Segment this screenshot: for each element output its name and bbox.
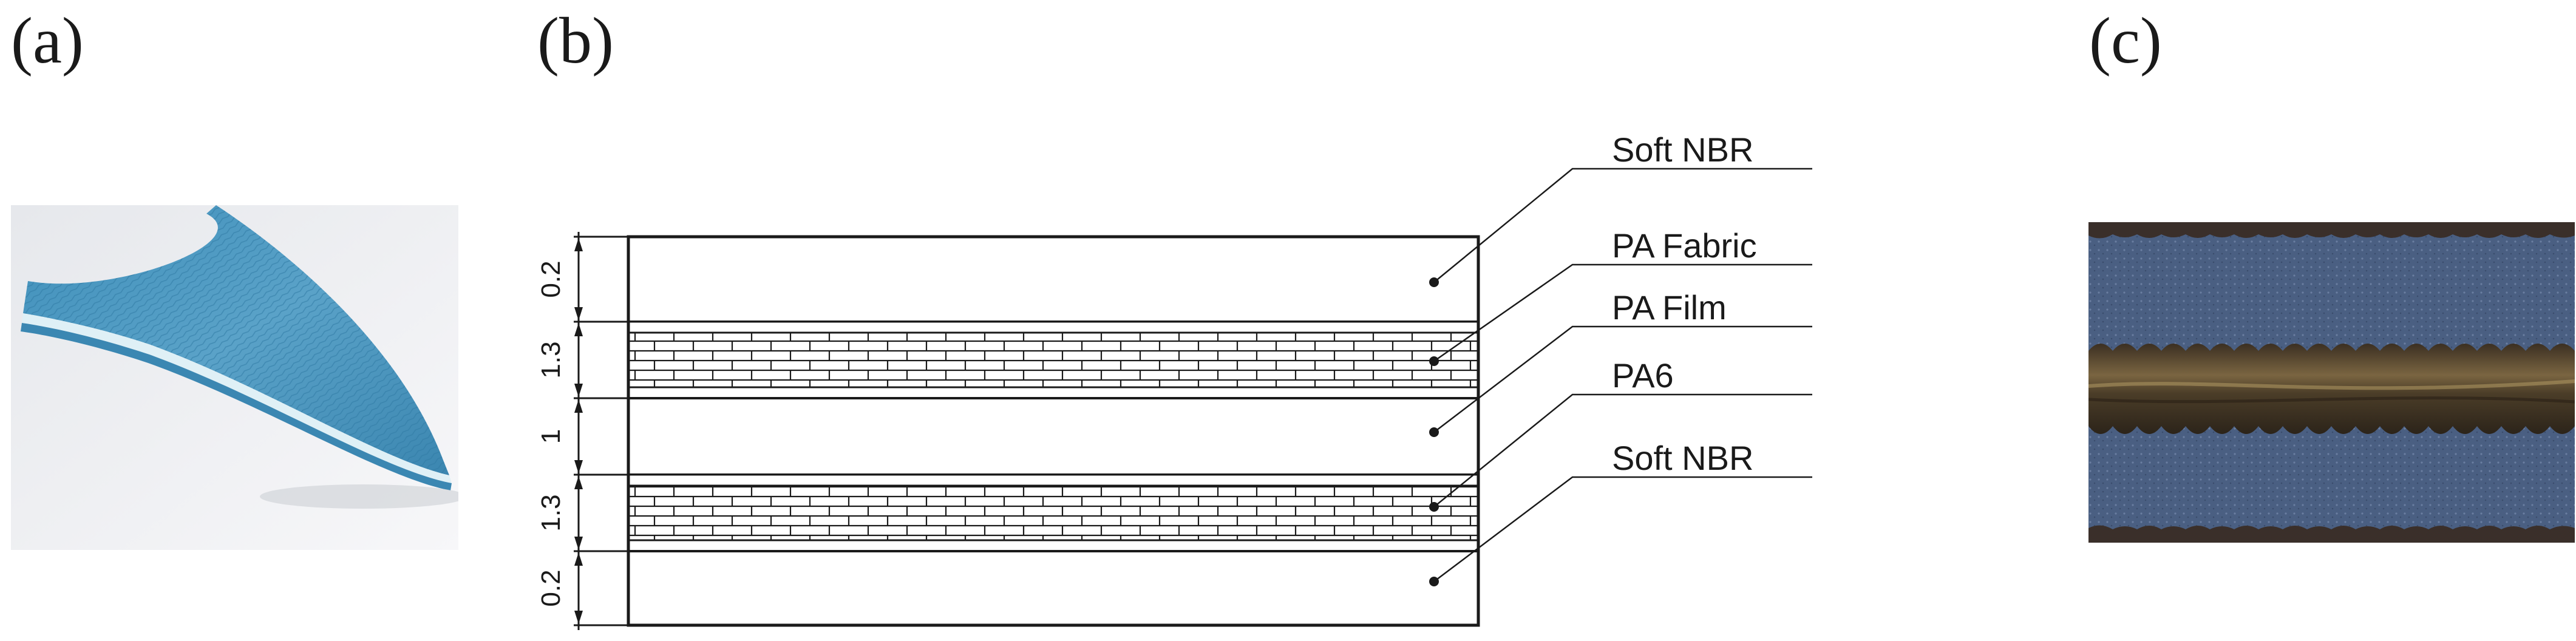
cross-section-micrograph	[2088, 222, 2575, 543]
layer-soft-nbr-bottom	[627, 550, 1480, 626]
layer-pa-fabric	[627, 320, 1480, 399]
panel-c-label: (c)	[2089, 5, 2162, 77]
panel-b-label: (b)	[537, 5, 614, 77]
layer-pa6	[627, 473, 1480, 552]
dim-label-1: 0.2	[536, 260, 566, 297]
layer-soft-nbr-top	[627, 236, 1480, 323]
layer-pa-film	[627, 397, 1480, 476]
layer-name-2: PA Fabric	[1612, 226, 1757, 265]
layer-name-1: Soft NBR	[1612, 131, 1753, 169]
layer-name-3: PA Film	[1612, 288, 1727, 327]
dim-label-5: 0.2	[536, 569, 566, 606]
dim-label-3: 1	[536, 429, 566, 444]
panel-a-label: (a)	[11, 5, 84, 77]
belt-sample-photo	[11, 205, 458, 550]
dim-label-2: 1.3	[536, 341, 566, 378]
dim-label-4: 1.3	[536, 494, 566, 531]
dimension-line	[574, 232, 628, 630]
layer-name-5: Soft NBR	[1612, 439, 1753, 477]
layer-structure-diagram: 0.2 1.3 1 1.3 0.2 Soft NBR PA Fabric PA …	[536, 131, 1812, 630]
layer-name-4: PA6	[1612, 356, 1674, 395]
leader-lines	[1433, 168, 1812, 582]
